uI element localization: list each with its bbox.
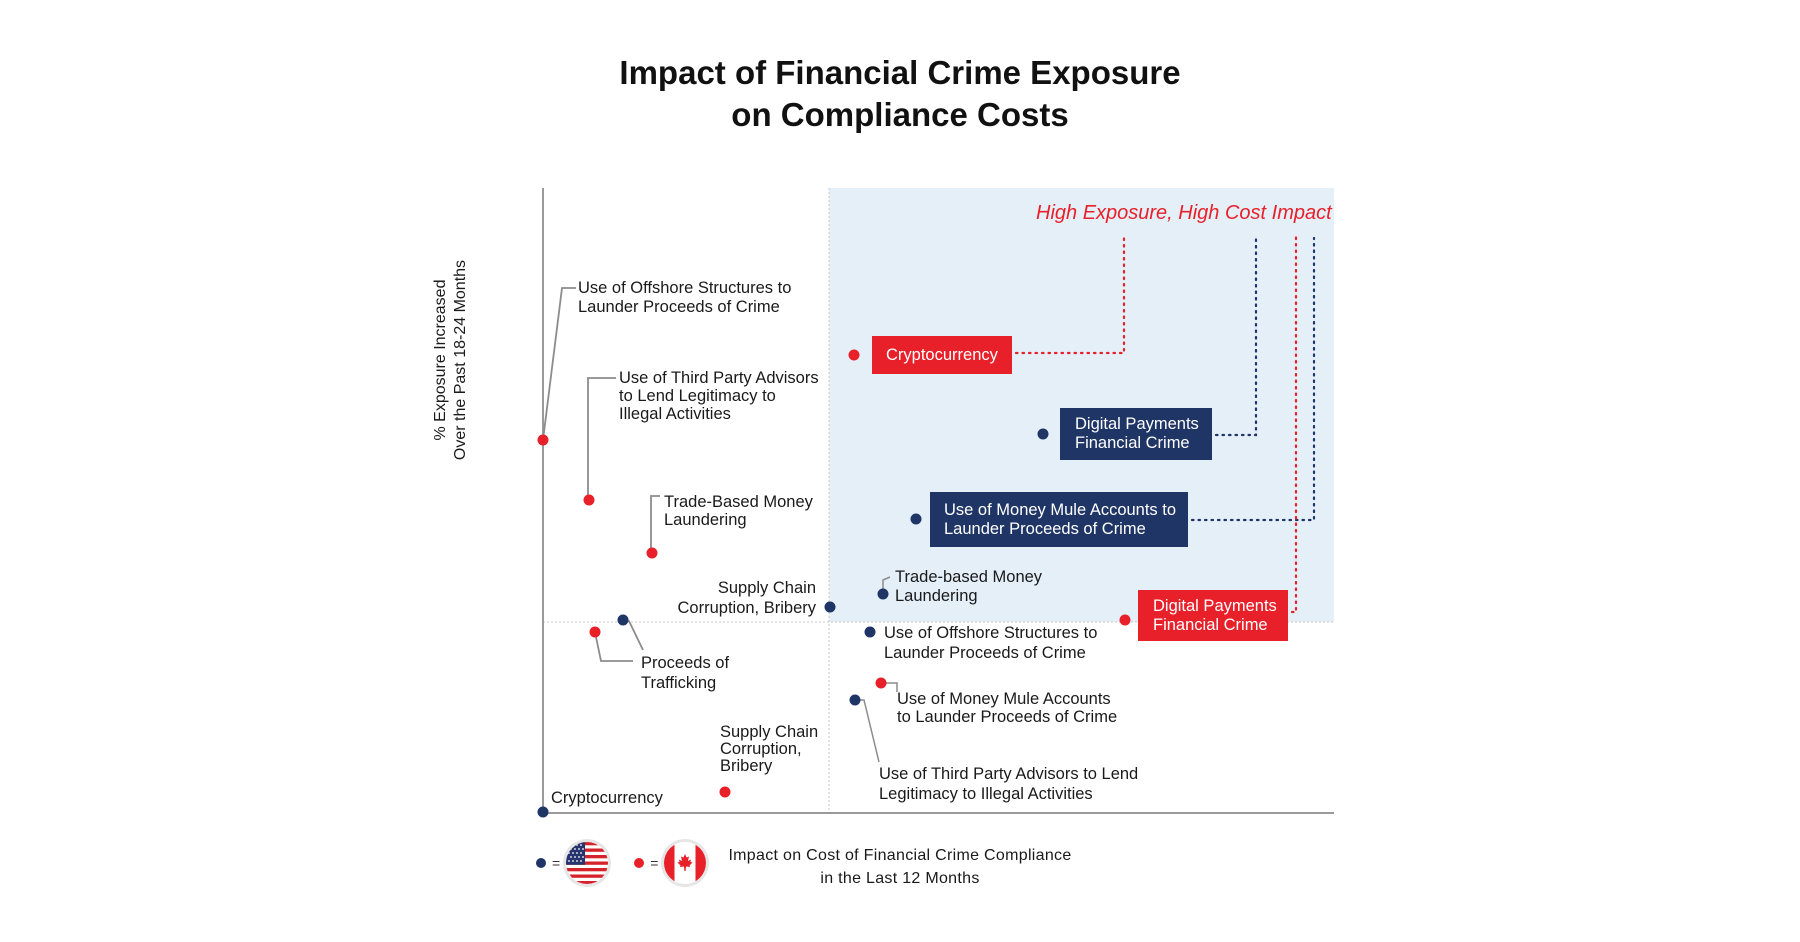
ca-point-digital[interactable] — [1119, 614, 1131, 626]
label-line: Legitimacy to Illegal Activities — [879, 785, 1093, 803]
label-line: Use of Offshore Structures to — [578, 279, 792, 297]
label-line: Use of Offshore Structures to — [884, 624, 1098, 642]
us-legend-dot — [536, 858, 546, 868]
label-ca-trade: Trade-Based Money Laundering — [664, 493, 813, 529]
chart-title: Impact of Financial Crime Exposure on Co… — [0, 52, 1800, 136]
legend: = = — [536, 842, 707, 884]
ca-point-trade[interactable] — [646, 547, 658, 559]
label-trafficking: Proceeds of Trafficking — [641, 653, 729, 693]
us-point-digital[interactable] — [1037, 428, 1049, 440]
label-line: Use of Third Party Advisors — [619, 369, 819, 387]
ca-point-trafficking[interactable] — [589, 626, 601, 638]
y-axis-label-line-2: Over the Past 18-24 Months — [452, 259, 469, 461]
leader-ca-trafficking — [594, 631, 633, 662]
us-point-trafficking[interactable] — [617, 614, 629, 626]
label-line: to Lend Legitimacy to — [619, 387, 776, 405]
ca-point-thirdparty[interactable] — [583, 494, 595, 506]
quadrant-title: High Exposure, High Cost Impact — [1036, 202, 1332, 224]
us-digital-connector — [1214, 236, 1258, 437]
leader-us-trafficking — [623, 620, 644, 651]
ca-digital-connector — [1290, 234, 1298, 614]
label-line: Use of Third Party Advisors to Lend — [879, 765, 1139, 783]
box-ca-digital[interactable]: Digital Payments Financial Crime — [1138, 590, 1288, 641]
label-ca-mule: Use of Money Mule Accounts to Launder Pr… — [897, 690, 1117, 726]
y-axis-label-line-1: % Exposure Increased — [432, 279, 449, 441]
label-line: Use of Money Mule Accounts — [897, 690, 1111, 708]
y-axis-label: % Exposure Increased Over the Past 18-24… — [431, 210, 471, 510]
label-line: Trade-based Money — [895, 568, 1043, 586]
box-ca-crypto[interactable]: Cryptocurrency — [872, 336, 1012, 374]
x-axis-label: Impact on Cost of Financial Crime Compli… — [700, 844, 1100, 890]
us-point-offshore[interactable] — [864, 626, 876, 638]
label-us-trade: Trade-based Money Laundering — [895, 568, 1042, 606]
box-label: Digital Payments — [1075, 415, 1199, 433]
label-line: Launder Proceeds of Crime — [578, 298, 780, 316]
label-ca-thirdparty: Use of Third Party Advisors to Lend Legi… — [619, 369, 819, 423]
box-label: Cryptocurrency — [886, 345, 998, 364]
box-label: Financial Crime — [1075, 434, 1190, 452]
us-point-crypto[interactable] — [537, 806, 549, 818]
leader-ca-thirdparty — [587, 377, 616, 499]
label-line: Laundering — [895, 587, 978, 605]
label-line: Bribery — [720, 757, 773, 775]
us-point-mule[interactable] — [910, 513, 922, 525]
chart-title-line-1: Impact of Financial Crime Exposure — [619, 54, 1181, 91]
x-axis-label-line-2: in the Last 12 Months — [820, 870, 980, 887]
chart-title-line-2: on Compliance Costs — [731, 96, 1069, 133]
box-label: Launder Proceeds of Crime — [944, 519, 1146, 538]
label-line: Laundering — [664, 511, 747, 529]
us-point-trade[interactable] — [877, 588, 889, 600]
label-line: Supply Chain — [720, 723, 819, 741]
label-ca-supply: Supply Chain Corruption, Bribery — [720, 724, 818, 775]
legend-equals: = — [552, 855, 561, 871]
label-line: Proceeds of — [641, 654, 730, 672]
label-us-offshore: Use of Offshore Structures to Launder Pr… — [884, 623, 1097, 663]
label-line: Illegal Activities — [619, 405, 731, 423]
label-us-crypto: Cryptocurrency — [551, 789, 663, 807]
label-line: Corruption, Bribery — [677, 599, 816, 617]
label-line: Trade-Based Money — [664, 493, 813, 511]
label-us-supply: Supply Chain Corruption, Bribery — [650, 578, 816, 618]
label-line: to Launder Proceeds of Crime — [897, 708, 1118, 726]
label-us-thirdparty: Use of Third Party Advisors to Lend Legi… — [879, 764, 1138, 804]
ca-point-offshore[interactable] — [537, 434, 549, 446]
leader-ca-trade — [650, 495, 660, 552]
ca-legend-dot — [634, 858, 645, 868]
leader-us-thirdparty — [855, 699, 880, 763]
ca-point-crypto[interactable] — [848, 349, 860, 361]
us-flag-icon — [566, 842, 609, 884]
label-line: Launder Proceeds of Crime — [884, 644, 1086, 662]
label-line: Supply Chain — [717, 579, 816, 597]
us-point-supply[interactable] — [824, 601, 836, 613]
us-point-thirdparty[interactable] — [849, 694, 861, 706]
box-label: Financial Crime — [1153, 615, 1268, 634]
us-mule-connector — [1190, 236, 1316, 522]
legend-equals: = — [650, 855, 659, 871]
ca-point-supply[interactable] — [719, 786, 731, 798]
box-us-digital[interactable]: Digital Payments Financial Crime — [1060, 408, 1212, 460]
label-line: Corruption, — [720, 740, 802, 758]
box-label: Digital Payments — [1153, 596, 1277, 615]
label-ca-offshore: Use of Offshore Structures to Launder Pr… — [578, 279, 791, 317]
x-axis-label-line-1: Impact on Cost of Financial Crime Compli… — [728, 847, 1072, 864]
high-exposure-quadrant — [829, 188, 1334, 622]
canada-flag-icon — [664, 842, 707, 884]
ca-point-mule[interactable] — [875, 677, 887, 689]
leader-ca-offshore — [542, 287, 576, 441]
label-line: Trafficking — [641, 674, 717, 692]
box-label: Use of Money Mule Accounts to — [944, 500, 1177, 519]
box-us-mule[interactable]: Use of Money Mule Accounts to Launder Pr… — [930, 492, 1188, 547]
